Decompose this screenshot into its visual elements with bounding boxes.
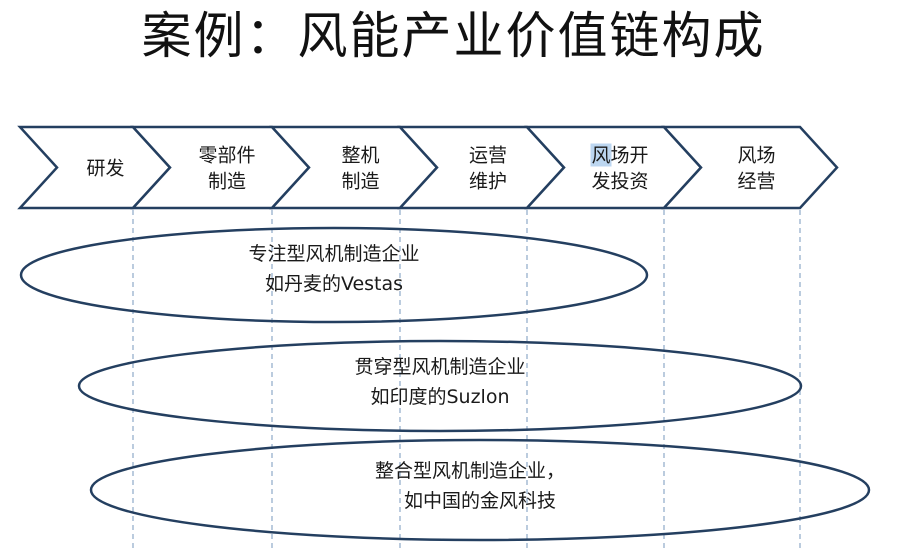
page-title: 案例：风能产业价值链构成 bbox=[141, 7, 766, 65]
business-model-label-3-line-2: 如中国的金风科技 bbox=[404, 490, 556, 512]
stage-divider-lines bbox=[132, 147, 801, 552]
business-model-label-2-line-2: 如印度的Suzlon bbox=[370, 386, 509, 408]
business-model-label-1-line-2: 如丹麦的Vestas bbox=[265, 273, 403, 295]
stage-label-5-line-2: 发投资 bbox=[591, 171, 648, 193]
stage-label-6-line-2: 经营 bbox=[737, 171, 775, 193]
business-model-label-1-line-1: 专注型风机制造企业 bbox=[248, 243, 419, 265]
stage-label-2-line-2: 制造 bbox=[208, 171, 246, 193]
stage-label-4-line-1: 运营 bbox=[469, 145, 507, 167]
stage-label-2-line-1: 零部件 bbox=[198, 145, 255, 167]
stage-label-6-line-1: 风场 bbox=[737, 145, 775, 167]
stage-label-3-line-1: 整机 bbox=[341, 145, 379, 167]
business-model-label-3-line-1: 整合型风机制造企业， bbox=[375, 460, 565, 482]
stage-label-4-line-2: 维护 bbox=[469, 171, 507, 193]
business-model-ellipse-1 bbox=[19, 226, 649, 324]
stage-label-3-line-2: 制造 bbox=[341, 171, 379, 193]
business-model-ellipse-2 bbox=[77, 339, 803, 433]
stage-label-1-line-1: 研发 bbox=[86, 158, 124, 180]
business-model-label-2-line-1: 贯穿型风机制造企业 bbox=[354, 356, 525, 378]
value-chain-stage-6 bbox=[661, 125, 839, 210]
stage-label-5-line-1: 风场开 bbox=[591, 145, 648, 167]
text-selection-highlight bbox=[590, 143, 612, 167]
business-model-ellipse-3 bbox=[89, 438, 871, 542]
